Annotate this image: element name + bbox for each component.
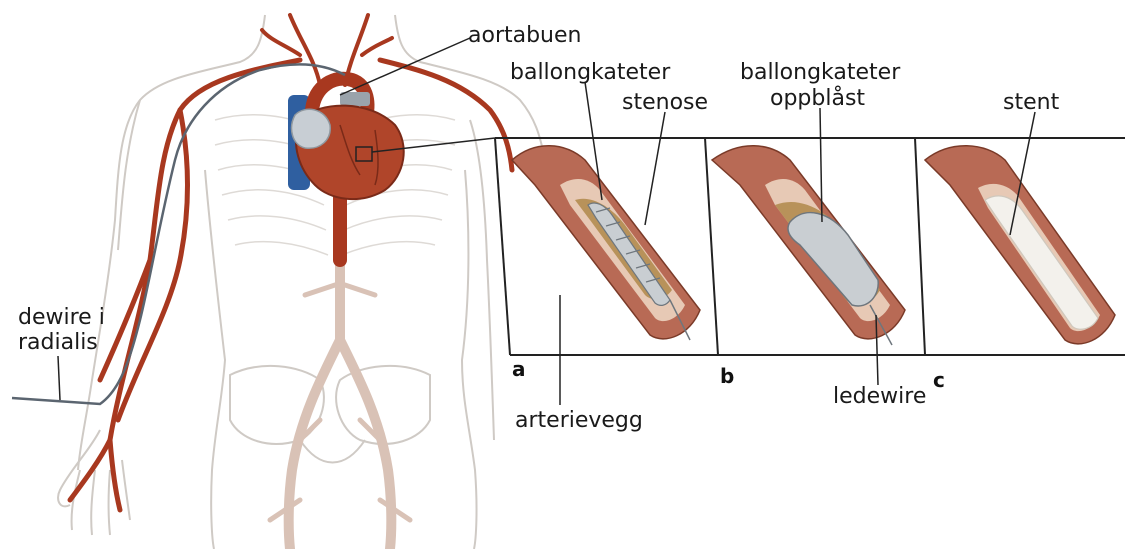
- leader-lines: [58, 38, 1035, 405]
- panel-a-vessel: [512, 146, 700, 340]
- label-stenosis: stenose: [622, 90, 708, 115]
- label-balloon-catheter-inflated-2: oppblåst: [770, 86, 865, 111]
- aortic-valve-gray: [340, 92, 370, 106]
- panel-letter-c: c: [933, 368, 945, 392]
- panel-c-vessel: [925, 146, 1115, 344]
- label-guidewire: ledewire: [833, 384, 926, 409]
- panel-letter-b: b: [720, 364, 734, 388]
- label-stent: stent: [1003, 90, 1059, 115]
- label-arterial-wall: arterievegg: [515, 408, 643, 433]
- panel-letter-a: a: [512, 357, 526, 381]
- label-guidewire-radial-1: dewire i: [18, 305, 105, 330]
- label-balloon-catheter-inflated-1: ballongkateter: [740, 60, 900, 85]
- label-balloon-catheter: ballongkateter: [510, 60, 670, 85]
- label-guidewire-radial-2: radialis: [18, 330, 98, 355]
- label-aortic-arch: aortabuen: [468, 23, 581, 48]
- neck-arteries: [262, 15, 392, 85]
